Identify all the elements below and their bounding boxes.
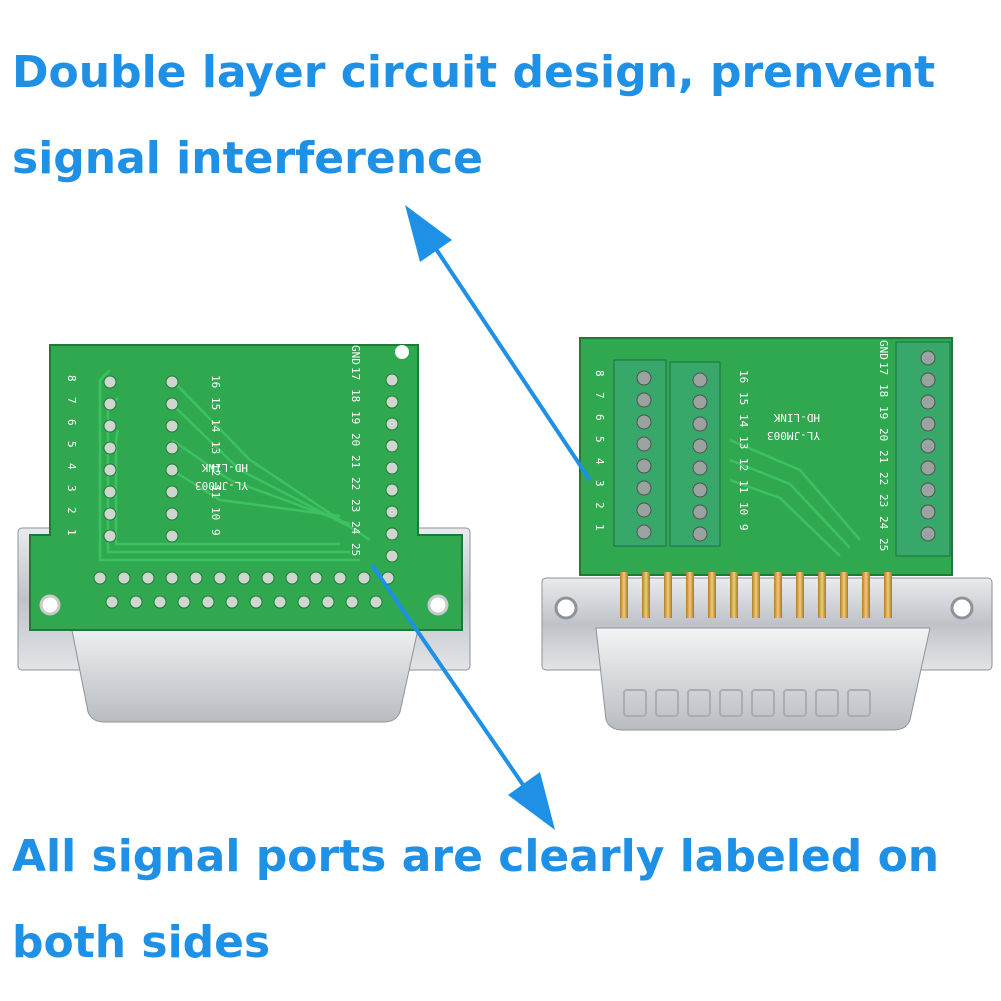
- left-board-mid-pin-label: 12: [209, 463, 222, 476]
- left-board-left-pin-label: 7: [65, 397, 78, 404]
- right-board-right-pin-label: 23: [877, 494, 890, 507]
- arrow-to-bottom-caption: [370, 563, 555, 830]
- right-board-right-pin-label: GND: [877, 340, 890, 360]
- left-board-right-pin-label: 18: [349, 389, 362, 402]
- top-caption: Double layer circuit design, prenvent si…: [12, 47, 936, 184]
- left-board-mid-pin-label: 13: [209, 441, 222, 454]
- left-board-left-pin-label: 4: [65, 463, 78, 470]
- right-board-right-pin-label: 18: [877, 384, 890, 397]
- left-board-brand: HD-LINK: [201, 461, 248, 474]
- right-board-left-pin-label: 3: [593, 480, 606, 487]
- left-board-left-pin-label: 3: [65, 485, 78, 492]
- left-board-left-pin-label: 8: [65, 375, 78, 382]
- right-board-mid-pin-label: 13: [737, 436, 750, 449]
- right-board-right-pin-label: 24: [877, 516, 890, 530]
- right-board-left-pin-label: 8: [593, 370, 606, 377]
- left-board-mid-pin-label: 9: [209, 529, 222, 536]
- right-board-right-pin-label: 17: [877, 362, 890, 375]
- left-board-left-pin-label: 1: [65, 529, 78, 536]
- terminal-block-right: [895, 341, 951, 557]
- left-board-mid-pin-label: 16: [209, 375, 222, 388]
- right-board-right-pin-label: 25: [877, 538, 890, 551]
- left-board-right-pin-label: 17: [349, 367, 362, 380]
- left-board-mid-pin-label: 11: [209, 485, 222, 498]
- left-board-left-pin-label: 5: [65, 441, 78, 448]
- left-board-right-pin-label: 23: [349, 499, 362, 512]
- right-board-left-pin-label: 5: [593, 436, 606, 443]
- bottom-caption: All signal ports are clearly labeled on …: [12, 831, 940, 968]
- left-board-mid-pin-label: 15: [209, 397, 222, 410]
- left-board-mid-pin-label: 10: [209, 507, 222, 520]
- right-board-right-pin-label: 19: [877, 406, 890, 419]
- right-board-mid-pin-label: 11: [737, 480, 750, 493]
- right-board-right-pin-label: 20: [877, 428, 890, 441]
- left-board-right-pin-label: 25: [349, 543, 362, 556]
- right-board-left-pin-label: 7: [593, 392, 606, 399]
- right-board-left-pin-label: 4: [593, 458, 606, 465]
- right-connector-board: YL-JM003 HD-LINK: [541, 337, 993, 731]
- left-board-model: YL-JM003: [195, 479, 248, 492]
- left-board-right-pin-label: GND: [349, 345, 362, 365]
- terminal-block-mid: [669, 361, 721, 547]
- right-board-right-pin-label: 22: [877, 472, 890, 485]
- left-board-mid-pin-label: 14: [209, 419, 222, 433]
- left-board-right-pin-label: 20: [349, 433, 362, 446]
- left-board-right-pin-label: 24: [349, 521, 362, 535]
- right-board-brand: HD-LINK: [773, 411, 820, 424]
- left-connector-board: YL-JM003 HD-LINK: [17, 344, 471, 723]
- arrow-to-top-caption: [405, 205, 592, 482]
- right-board-model: YL-JM003: [767, 429, 820, 442]
- right-board-left-pin-label: 1: [593, 524, 606, 531]
- right-board-mid-pin-label: 10: [737, 502, 750, 515]
- right-board-mid-pin-label: 16: [737, 370, 750, 383]
- left-board-right-pin-label: 19: [349, 411, 362, 424]
- left-board-left-pin-label: 2: [65, 507, 78, 514]
- right-board-mid-pin-label: 9: [737, 524, 750, 531]
- terminal-block-left: [613, 359, 667, 547]
- right-board-left-pin-label: 6: [593, 414, 606, 421]
- right-board-right-pin-label: 21: [877, 450, 890, 463]
- right-board-mid-pin-label: 14: [737, 414, 750, 428]
- right-board-mid-pin-label: 12: [737, 458, 750, 471]
- left-board-left-pin-label: 6: [65, 419, 78, 426]
- left-board-right-pin-label: 22: [349, 477, 362, 490]
- left-board-right-pin-label: 21: [349, 455, 362, 468]
- right-board-mid-pin-label: 15: [737, 392, 750, 405]
- right-board-left-pin-label: 2: [593, 502, 606, 509]
